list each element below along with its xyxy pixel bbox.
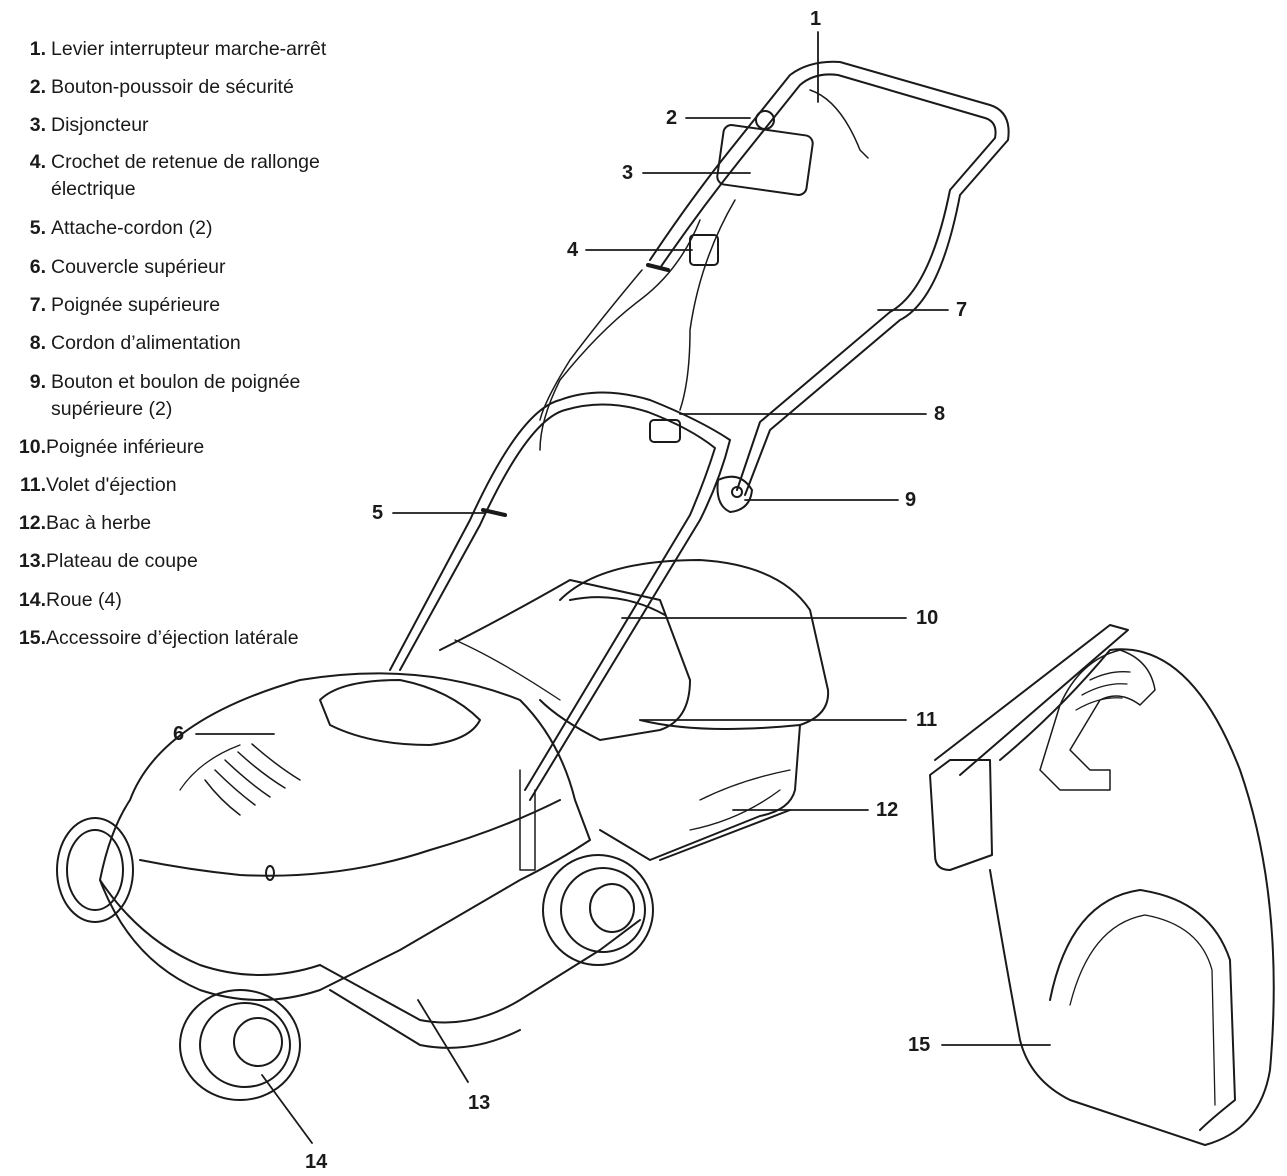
legend-label: Poignée inférieure: [46, 436, 205, 458]
callout-2: 2: [666, 107, 678, 129]
legend-label: Cordon d’alimentation: [51, 332, 241, 354]
mower-deck: [100, 673, 640, 1048]
callout-11: 11: [916, 709, 938, 731]
parts-legend: 1. Levier interrupteur marche-arrêt 2. B…: [0, 0, 420, 660]
legend-number: 8.: [29, 332, 46, 354]
legend-number: 10.: [18, 436, 46, 458]
legend-label: Accessoire d’éjection latérale: [46, 627, 299, 649]
legend-number: 9.: [29, 371, 46, 393]
callout-15: 15: [908, 1034, 931, 1056]
legend-label: Levier interrupteur marche-arrêt: [51, 38, 327, 60]
legend-number: 2.: [29, 76, 46, 98]
ejection-flap: [440, 580, 690, 740]
lower-handle: [390, 393, 730, 871]
legend-number: 15.: [18, 627, 46, 649]
callout-7: 7: [956, 299, 968, 321]
legend-number: 7.: [29, 294, 46, 316]
legend-label: Disjoncteur: [51, 114, 149, 136]
legend-label: Crochet de retenue de rallonge électriqu…: [51, 151, 320, 200]
side-discharge-accessory: [930, 625, 1274, 1145]
legend-label: Volet d'éjection: [46, 474, 177, 496]
legend-label: Bouton et boulon de poignée supérieure (…: [51, 371, 301, 420]
legend-number: 3.: [29, 114, 46, 136]
callout-3: 3: [622, 162, 634, 184]
wheels: [57, 818, 653, 1100]
callout-4: 4: [567, 239, 579, 261]
legend-number: 6.: [29, 256, 46, 278]
legend-label: Couvercle supérieur: [51, 256, 226, 278]
legend-number: 1.: [29, 38, 46, 60]
legend-label: Roue (4): [46, 589, 122, 611]
callout-12: 12: [876, 799, 899, 821]
callout-10: 10: [916, 607, 939, 629]
callout-5: 5: [372, 502, 384, 524]
legend-number: 14.: [18, 589, 46, 611]
callout-1: 1: [810, 8, 822, 30]
legend-label: Attache-cordon (2): [51, 217, 213, 239]
callout-6: 6: [173, 723, 185, 745]
handle-knob: [718, 477, 753, 512]
legend-number: 12.: [18, 512, 46, 534]
grass-catcher-bag: [560, 560, 828, 860]
leader-line-13: [418, 1000, 468, 1082]
legend-number: 5.: [29, 217, 46, 239]
legend-number: 11.: [19, 474, 46, 496]
upper-handle: [650, 62, 1009, 495]
legend-number: 13.: [18, 550, 46, 572]
legend-label: Bouton-poussoir de sécurité: [51, 76, 294, 98]
legend-label: Poignée supérieure: [51, 294, 221, 316]
legend-number: 4.: [29, 151, 46, 173]
callout-9: 9: [905, 489, 917, 511]
legend-label: Plateau de coupe: [46, 550, 198, 572]
callout-13: 13: [468, 1092, 491, 1114]
callout-14: 14: [305, 1151, 328, 1173]
power-cord: [483, 200, 735, 515]
legend-label: Bac à herbe: [46, 512, 152, 534]
callout-lines: [196, 32, 1050, 1143]
callout-8: 8: [934, 403, 946, 425]
leader-line-14: [262, 1075, 312, 1143]
